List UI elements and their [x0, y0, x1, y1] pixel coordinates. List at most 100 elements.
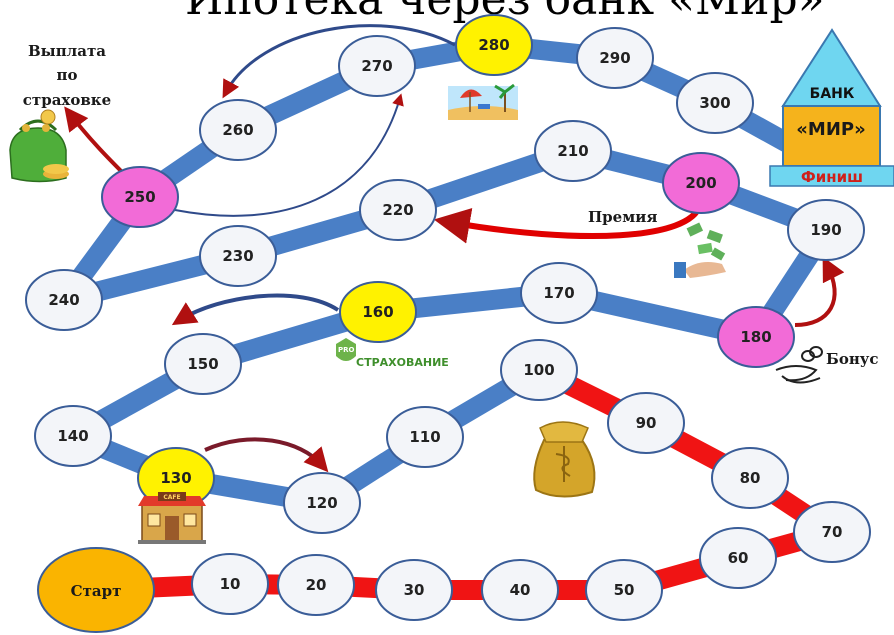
cell-circle	[711, 447, 789, 509]
board-cell-190[interactable]: 190	[787, 199, 865, 261]
cell-circle	[787, 199, 865, 261]
board-cell-230[interactable]: 230	[199, 225, 277, 287]
cell-circle	[607, 392, 685, 454]
cell-label: 60	[728, 549, 749, 567]
insurance-payout-line-3: страховке	[23, 91, 111, 109]
insurance-payout-line-1: Выплата	[28, 42, 106, 60]
cell-label: 40	[510, 581, 531, 599]
cell-label: 170	[543, 284, 574, 302]
board-cell-170[interactable]: 170	[520, 262, 598, 324]
cell-circle	[793, 501, 871, 563]
cell-circle	[199, 225, 277, 287]
board-cell-40[interactable]: 40	[481, 559, 559, 621]
board-cell-160[interactable]: 160	[339, 281, 417, 343]
cell-label: 200	[685, 174, 716, 192]
arrow-250-to-insurance	[64, 106, 130, 180]
money-bag-icon	[533, 421, 596, 498]
cell-circle	[500, 339, 578, 401]
board-cell-140[interactable]: 140	[34, 405, 112, 467]
cell-circle	[338, 35, 416, 97]
cell-circle	[576, 27, 654, 89]
cafe-building-icon: CAFE	[138, 492, 206, 544]
board-cell-120[interactable]: 120	[283, 472, 361, 534]
board-cell-130[interactable]: 130	[137, 447, 215, 509]
cell-label: 230	[222, 247, 253, 265]
cell-label: 160	[362, 303, 393, 321]
board-cell-50[interactable]: 50	[585, 559, 663, 621]
cell-circle	[534, 120, 612, 182]
board-cell-20[interactable]: 20	[277, 554, 355, 616]
board-cell-100[interactable]: 100	[500, 339, 578, 401]
cell-label: 290	[599, 49, 630, 67]
bank-roof-label: БАНК	[810, 86, 855, 102]
money-hand-icon	[674, 222, 726, 278]
board-cell-280[interactable]: 280	[455, 14, 533, 76]
cell-label: 300	[699, 94, 730, 112]
cell-circle	[339, 281, 417, 343]
board-cell-260[interactable]: 260	[199, 99, 277, 161]
arrow-280-to-260	[222, 24, 456, 99]
cell-label: 180	[740, 328, 771, 346]
insurance-logo-small: PRO	[338, 346, 355, 354]
board-cell-30[interactable]: 30	[375, 559, 453, 621]
wallet-coins-icon	[9, 109, 69, 183]
cell-circle	[386, 406, 464, 468]
board-cell-60[interactable]: 60	[699, 527, 777, 589]
cell-circle	[481, 559, 559, 621]
premium-label: Премия	[588, 208, 657, 226]
cell-circle	[520, 262, 598, 324]
cell-label: 50	[614, 581, 635, 599]
cell-label: 20	[306, 576, 327, 594]
cell-label: 80	[740, 469, 761, 487]
board-cell-80[interactable]: 80	[711, 447, 789, 509]
arrow-250-to-270	[174, 93, 404, 217]
cell-label: 70	[822, 523, 843, 541]
board-cell-150[interactable]: 150	[164, 333, 242, 395]
insurance-payout-line-2: по	[57, 66, 78, 84]
cell-label: 110	[409, 428, 440, 446]
cell-label: 250	[124, 188, 155, 206]
finish-label: Финиш	[801, 168, 863, 186]
cell-circle	[676, 72, 754, 134]
arrow-130-to-120	[204, 437, 329, 473]
cell-circle	[359, 179, 437, 241]
board-cell-290[interactable]: 290	[576, 27, 654, 89]
cell-circle	[164, 333, 242, 395]
insurance-logo-text: СТРАХОВАНИЕ	[356, 356, 449, 369]
board-cell-270[interactable]: 270	[338, 35, 416, 97]
cell-label: 100	[523, 361, 554, 379]
cell-circle	[101, 166, 179, 228]
bonus-label: Бонус	[826, 350, 879, 368]
bank-finish[interactable]: БАНК «МИР» Финиш	[769, 28, 894, 187]
cell-label: 190	[810, 221, 841, 239]
cell-label: 210	[557, 142, 588, 160]
cell-label: 240	[48, 291, 79, 309]
board-cell-200[interactable]: 200	[662, 152, 740, 214]
board-cell-250[interactable]: 250	[101, 166, 179, 228]
cell-circle	[662, 152, 740, 214]
arrow-200-to-220	[433, 203, 703, 244]
cell-circle	[34, 405, 112, 467]
board-cell-70[interactable]: 70	[793, 501, 871, 563]
cell-label: 90	[636, 414, 657, 432]
arrow-180-to-190	[794, 256, 845, 327]
cell-circle	[283, 472, 361, 534]
board-cell-210[interactable]: 210	[534, 120, 612, 182]
cell-circle	[585, 559, 663, 621]
cell-label: 150	[187, 355, 218, 373]
board-cell-240[interactable]: 240	[25, 269, 103, 331]
insurance-logo: PRO СТРАХОВАНИЕ	[336, 338, 449, 369]
board-cell-220[interactable]: 220	[359, 179, 437, 241]
start-cell[interactable]: Старт	[37, 547, 155, 633]
board-cell-300[interactable]: 300	[676, 72, 754, 134]
board-cell-180[interactable]: 180	[717, 306, 795, 368]
board-cell-90[interactable]: 90	[607, 392, 685, 454]
board-cell-10[interactable]: 10	[191, 553, 269, 615]
cell-label: 270	[361, 57, 392, 75]
cell-label: 120	[306, 494, 337, 512]
cell-label: 260	[222, 121, 253, 139]
board-cell-110[interactable]: 110	[386, 406, 464, 468]
board-cells: 10 20 30 40 50 60 70 80 90 100 110 120 130 140 150 160 1…	[25, 14, 871, 621]
cell-label: 10	[220, 575, 241, 593]
